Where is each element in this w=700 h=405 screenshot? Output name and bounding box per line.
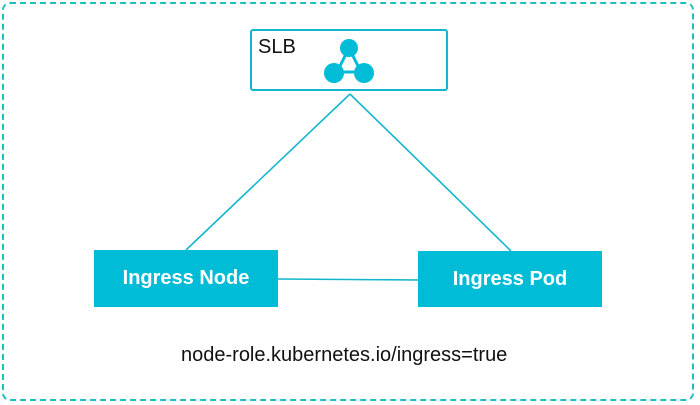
- ingress-pod-box: Ingress Pod: [418, 251, 602, 307]
- diagram-frame: [2, 2, 694, 401]
- slb-box: SLB: [250, 29, 448, 91]
- ingress-node-label: Ingress Node: [122, 267, 250, 289]
- load-balancer-icon: [324, 39, 374, 83]
- slb-label: SLB: [258, 36, 296, 58]
- ingress-pod-label: Ingress Pod: [452, 267, 568, 290]
- ingress-node-box: Ingress Node: [94, 250, 278, 307]
- link-slb-to-ingress-node: [185, 93, 351, 251]
- link-slb-to-ingress-pod: [349, 93, 512, 252]
- node-role-label: node-role.kubernetes.io/ingress=true: [181, 344, 508, 366]
- link-ingress-node-to-ingress-pod: [277, 278, 419, 281]
